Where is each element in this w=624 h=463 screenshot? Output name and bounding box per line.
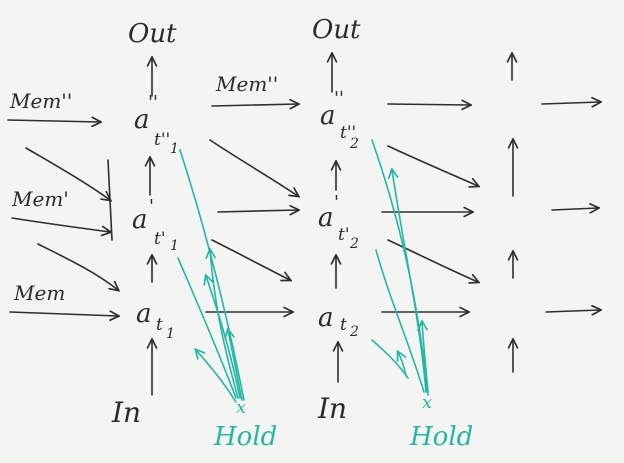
svg-text:t'': t''	[340, 123, 356, 143]
svg-text:a: a	[132, 205, 148, 235]
svg-text:t: t	[156, 315, 163, 335]
node-a1-bot: a t 1	[136, 299, 175, 342]
in-label-1: In	[111, 396, 141, 429]
svg-text:'': ''	[148, 92, 158, 113]
svg-text:1: 1	[170, 238, 179, 254]
mem-label-bot-left: Mem	[13, 281, 65, 305]
hold-line-1-top	[179, 149, 245, 401]
node-a2-bot: a t 2	[318, 303, 359, 340]
arrow-mem-top-left	[7, 120, 100, 122]
hold-label-2: Hold	[409, 422, 473, 452]
svg-text:'': ''	[334, 88, 344, 109]
out-label-1: Out	[128, 19, 177, 49]
hold-line-2-low	[422, 322, 429, 393]
arrow-diag-right-2	[387, 239, 478, 282]
hold-line-1-low	[228, 330, 243, 401]
svg-text:': '	[334, 192, 339, 213]
svg-text:a: a	[134, 105, 150, 135]
arrow-right-mid	[551, 208, 598, 210]
hold-label-1: Hold	[213, 422, 277, 452]
svg-text:': '	[149, 196, 154, 217]
svg-text:t: t	[340, 315, 347, 335]
out-label-2: Out	[312, 15, 361, 45]
hold-mark-2: x	[422, 392, 432, 413]
node-a1-top: a '' t'' 1	[134, 92, 179, 157]
arrow-diag-left-3	[107, 159, 113, 241]
hold-line-2-upper	[392, 170, 427, 393]
arrow-mem-top-mid	[211, 104, 298, 106]
svg-text:a: a	[318, 203, 334, 233]
node-a2-mid: a ' t' 2	[318, 192, 359, 252]
hold-line-2-bottom	[371, 339, 409, 379]
arrow-mid-1to2	[217, 210, 298, 212]
node-a2-top: a '' t'' 2	[320, 88, 359, 152]
arrow-diag-left-2	[37, 243, 118, 290]
hold-line-2-small	[398, 352, 407, 377]
hold-line-1-bottom	[196, 350, 237, 403]
in-label-2: In	[317, 392, 347, 425]
svg-text:1: 1	[170, 141, 179, 157]
svg-text:t': t'	[338, 225, 350, 245]
svg-text:t'': t''	[154, 130, 170, 150]
arrow-right-bot	[545, 310, 600, 312]
svg-text:2: 2	[349, 324, 359, 340]
hold-line-2-mid	[375, 249, 425, 393]
hold-line-1-upper	[206, 276, 241, 399]
svg-text:1: 1	[166, 326, 175, 342]
arrow-diag-left-1	[25, 147, 110, 200]
arrow-mem-mid-left	[11, 217, 110, 232]
svg-text:t': t'	[154, 229, 166, 249]
mem-label-top-mid: Mem''	[215, 72, 278, 96]
arrow-diag-mid-2	[211, 239, 290, 280]
mem-label-top-left: Mem''	[9, 89, 72, 113]
hold-line-1-mid	[177, 257, 237, 399]
arrow-right-top	[541, 102, 600, 104]
svg-text:2: 2	[349, 136, 359, 152]
arrow-top-2to3	[387, 104, 470, 105]
svg-text:a: a	[320, 101, 336, 131]
mem-label-mid-left: Mem'	[11, 187, 69, 211]
hold-line-1-center	[210, 250, 239, 399]
svg-text:a: a	[136, 299, 152, 329]
arrow-mem-bot-left	[9, 312, 118, 316]
node-a1-mid: a ' t' 1	[132, 196, 179, 254]
svg-text:a: a	[318, 303, 334, 333]
svg-text:2: 2	[349, 236, 359, 252]
arrow-diag-mid-1	[209, 139, 298, 196]
hold-mark-1: x	[236, 397, 246, 418]
arrow-diag-right-1	[387, 145, 478, 186]
